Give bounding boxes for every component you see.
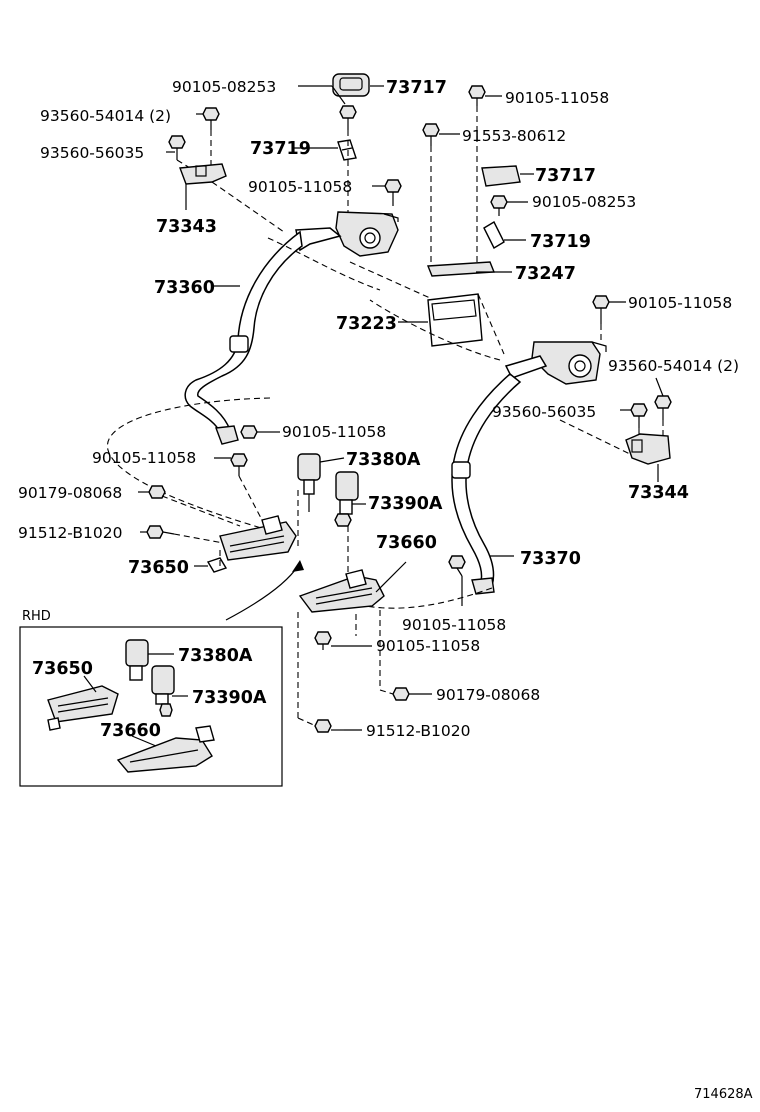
label-90105-11058-buckle-left: 90105-11058: [92, 449, 196, 467]
label-73390a: 73390A: [368, 494, 443, 514]
cover-73717-top: [332, 73, 370, 97]
label-90105-11058-right-floor: 90105-11058: [402, 616, 506, 634]
label-90179-08068-left: 90179-08068: [18, 484, 122, 502]
rhd-buckle-73380a: [125, 639, 149, 681]
label-73660-rhd: 73660: [100, 721, 161, 741]
buckle-73380a: [297, 453, 321, 512]
label-73719-left: 73719: [250, 139, 311, 159]
bolt-91553-80612: [422, 123, 440, 146]
bolt-90105-11058-right-floor: [448, 555, 466, 577]
cover-73717-right: [481, 165, 521, 187]
label-93560-54014-left: 93560-54014 (2): [40, 107, 171, 125]
label-73719-right: 73719: [530, 232, 591, 252]
bolt-90105-11058-buckle-right: [314, 631, 332, 650]
label-73370: 73370: [520, 549, 581, 569]
label-73650-rhd: 73650: [32, 659, 93, 679]
plate-73247: [426, 261, 496, 277]
label-90105-08253-left: 90105-08253: [172, 78, 276, 96]
retractor-73360: [335, 211, 399, 257]
rhd-buckle-base-73660: [116, 725, 215, 773]
label-90105-11058-left-floor: 90105-11058: [282, 423, 386, 441]
label-73660: 73660: [376, 533, 437, 553]
label-73380a: 73380A: [346, 450, 421, 470]
bolt-90105-11058-buckle-left: [230, 453, 248, 476]
label-73343: 73343: [156, 217, 217, 237]
buckle-73390a: [334, 471, 359, 527]
label-73247: 73247: [515, 264, 576, 284]
label-90105-11058-left-retractor: 90105-11058: [248, 178, 352, 196]
label-91553-80612: 91553-80612: [462, 127, 566, 145]
label-73223: 73223: [336, 314, 397, 334]
bolt-90105-11058-left-retractor: [384, 179, 402, 206]
rhd-buckle-73390a: [151, 665, 175, 717]
label-73390a-rhd: 73390A: [192, 688, 267, 708]
label-rhd: RHD: [22, 609, 51, 624]
label-93560-56035-left: 93560-56035: [40, 144, 144, 162]
clip-73719-left: [337, 139, 357, 161]
bracket-73344: [625, 433, 671, 465]
label-90179-08068-right: 90179-08068: [436, 686, 540, 704]
bolt-93560-56035-left: [168, 135, 186, 160]
buckle-base-73660: [298, 569, 385, 613]
label-90105-11058-buckle-right: 90105-11058: [376, 637, 480, 655]
bolt-91512-b1020-left: [146, 525, 175, 539]
bolt-93560-56035-right: [630, 403, 648, 428]
bolt-93560-54014-right: [654, 395, 672, 420]
bolt-90105-08253-left: [339, 105, 357, 130]
label-93560-54014-right: 93560-54014 (2): [608, 357, 739, 375]
bolt-90105-11058-top-right: [468, 85, 486, 106]
bolt-93560-54014-left: [202, 107, 220, 130]
label-91512-b1020-left: 91512-B1020: [18, 524, 122, 542]
bolt-90105-11058-right-retractor: [592, 295, 610, 324]
label-90105-08253-right: 90105-08253: [532, 193, 636, 211]
cup-73223: [427, 293, 483, 347]
label-73650: 73650: [128, 558, 189, 578]
belt-73370: [451, 355, 548, 595]
diagram-id: 714628A: [694, 1087, 753, 1102]
label-73344: 73344: [628, 483, 689, 503]
label-91512-b1020-right: 91512-B1020: [366, 722, 470, 740]
label-90105-11058-top-right: 90105-11058: [505, 89, 609, 107]
label-73360: 73360: [154, 278, 215, 298]
rhd-inset-frame: [19, 626, 283, 787]
label-90105-11058-right-retractor: 90105-11058: [628, 294, 732, 312]
belt-73360: [184, 227, 342, 445]
nut-90179-08068-right: [392, 687, 410, 701]
label-93560-56035-right: 93560-56035: [492, 403, 596, 421]
buckle-base-73650: [219, 515, 297, 561]
label-73717-right: 73717: [535, 166, 596, 186]
label-73380a-rhd: 73380A: [178, 646, 253, 666]
bolt-91512-b1020-right: [314, 719, 344, 733]
rhd-arrow: [225, 560, 304, 621]
clip-73719-right: [483, 221, 505, 249]
bracket-73343: [179, 163, 227, 185]
bolt-90105-11058-left-floor: [240, 425, 268, 439]
label-73717-top: 73717: [386, 78, 447, 98]
bolt-90105-08253-right: [490, 195, 508, 216]
